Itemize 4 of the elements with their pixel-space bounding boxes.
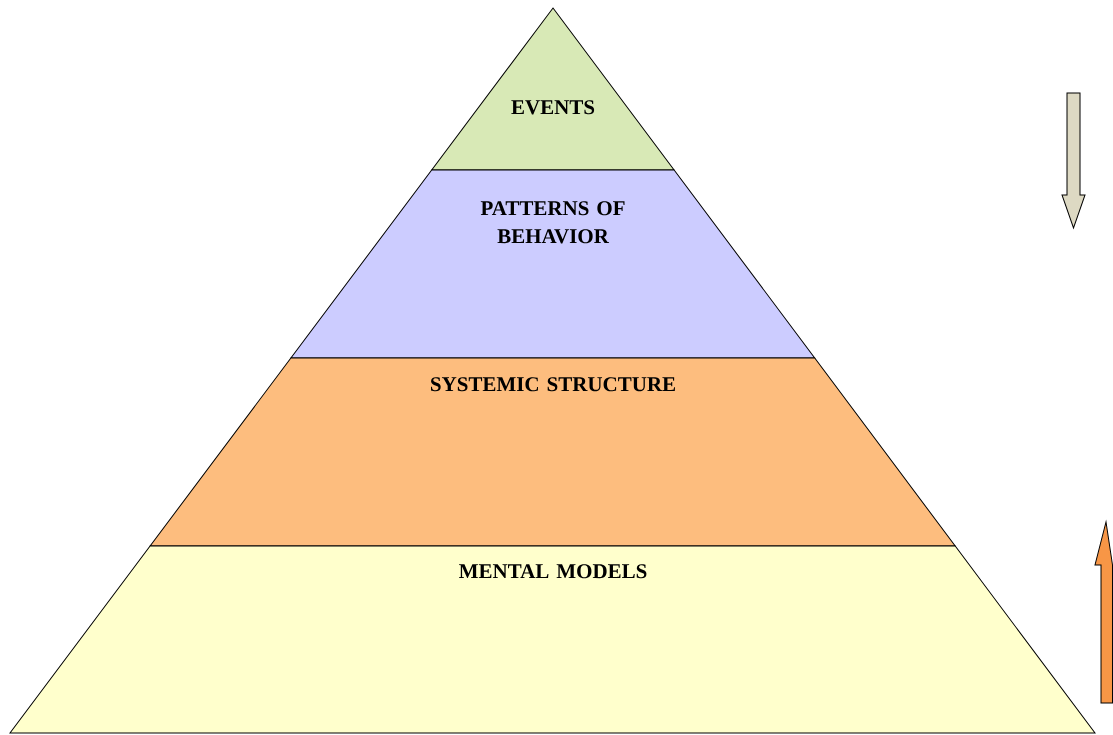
- pyramid-layer: PATTERNS OF BEHAVIOR: [290, 169, 816, 359]
- pyramid-layer: SYSTEMIC STRUCTURE: [149, 357, 956, 547]
- pyramid-layer: EVENTS: [431, 7, 675, 171]
- pyramid-layer: MENTAL MODELS: [9, 545, 1096, 734]
